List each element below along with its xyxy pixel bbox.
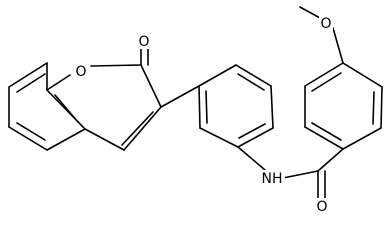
atom-methoxy-o: O bbox=[319, 15, 333, 32]
bond-phenyl-c3-c4 bbox=[198, 64, 237, 87]
bond-phenyl-c4-c5 bbox=[235, 64, 272, 87]
atom-amide-carbonyl-o: O bbox=[315, 198, 329, 215]
bond-ring-c4-c5 bbox=[304, 126, 344, 150]
bond-ring-c2-c3 bbox=[380, 86, 383, 129]
atom-label-methoxy-o: O bbox=[320, 16, 331, 32]
bond-phenyl-inner-1 bbox=[205, 90, 208, 124]
bond-phenyl-coumarin bbox=[160, 85, 200, 108]
bond-benzo-inner-2 bbox=[16, 122, 46, 141]
atom-label-amide-carbonyl-o: O bbox=[316, 199, 327, 215]
bond-ring-inner-1 bbox=[311, 72, 342, 92]
bond-benzo-c4a-c5 bbox=[46, 128, 86, 151]
bond-phenyl-c6-c1 bbox=[237, 127, 274, 148]
bond-phenyl-c2-c3 bbox=[198, 85, 201, 129]
bond-ring-inner-3 bbox=[311, 122, 342, 141]
bond-benzo-inner-3 bbox=[54, 94, 79, 123]
bond-pyranone-c4-c4a bbox=[84, 128, 125, 151]
molecule-structure-diagram: O O O NH O bbox=[8, 6, 383, 215]
bond-benzo-inner-1 bbox=[16, 73, 46, 93]
bond-pyranone-c2-o bbox=[90, 64, 142, 67]
bond-ring-inner-2 bbox=[372, 91, 375, 125]
bond-ring-c1-c2 bbox=[342, 62, 383, 88]
atom-label-ring-o: O bbox=[75, 64, 86, 80]
atom-labels: O O O NH O bbox=[74, 15, 333, 215]
bond-benzo-c8a-c4a bbox=[46, 89, 86, 130]
atom-label-lactone-carbonyl-o: O bbox=[138, 34, 149, 50]
bond-benzo-c7-c8 bbox=[8, 62, 48, 88]
atom-amide-nh: NH bbox=[259, 170, 285, 187]
bond-pyranone-c3-c4 bbox=[123, 106, 162, 151]
bond-carbonyl-nh bbox=[282, 170, 319, 179]
bond-benzo-c5-c6 bbox=[8, 126, 48, 151]
bond-phenyl-inner-2 bbox=[237, 73, 265, 91]
atom-label-amide-nh: NH bbox=[262, 171, 283, 187]
bond-phenyl-c1-c2 bbox=[199, 127, 239, 148]
bonds bbox=[8, 6, 383, 199]
bond-pyranone-o-c8a bbox=[46, 74, 71, 91]
atom-lactone-carbonyl-o: O bbox=[137, 33, 151, 50]
atom-ring-o: O bbox=[74, 63, 88, 80]
bond-ring-carbonyl bbox=[317, 148, 344, 172]
bond-phenyl-c5-c6 bbox=[270, 85, 274, 129]
bond-pyranone-c4-inner bbox=[121, 111, 154, 146]
bond-pyranone-c3-c2 bbox=[140, 64, 162, 108]
bond-ring-c3-c4 bbox=[342, 127, 382, 150]
bond-nh-phenyl bbox=[237, 146, 266, 171]
bond-ring-c6-c1 bbox=[304, 62, 344, 87]
bond-o-ring bbox=[332, 27, 344, 64]
bond-phenyl-inner-3 bbox=[238, 123, 266, 139]
bond-methyl-o bbox=[299, 6, 321, 19]
